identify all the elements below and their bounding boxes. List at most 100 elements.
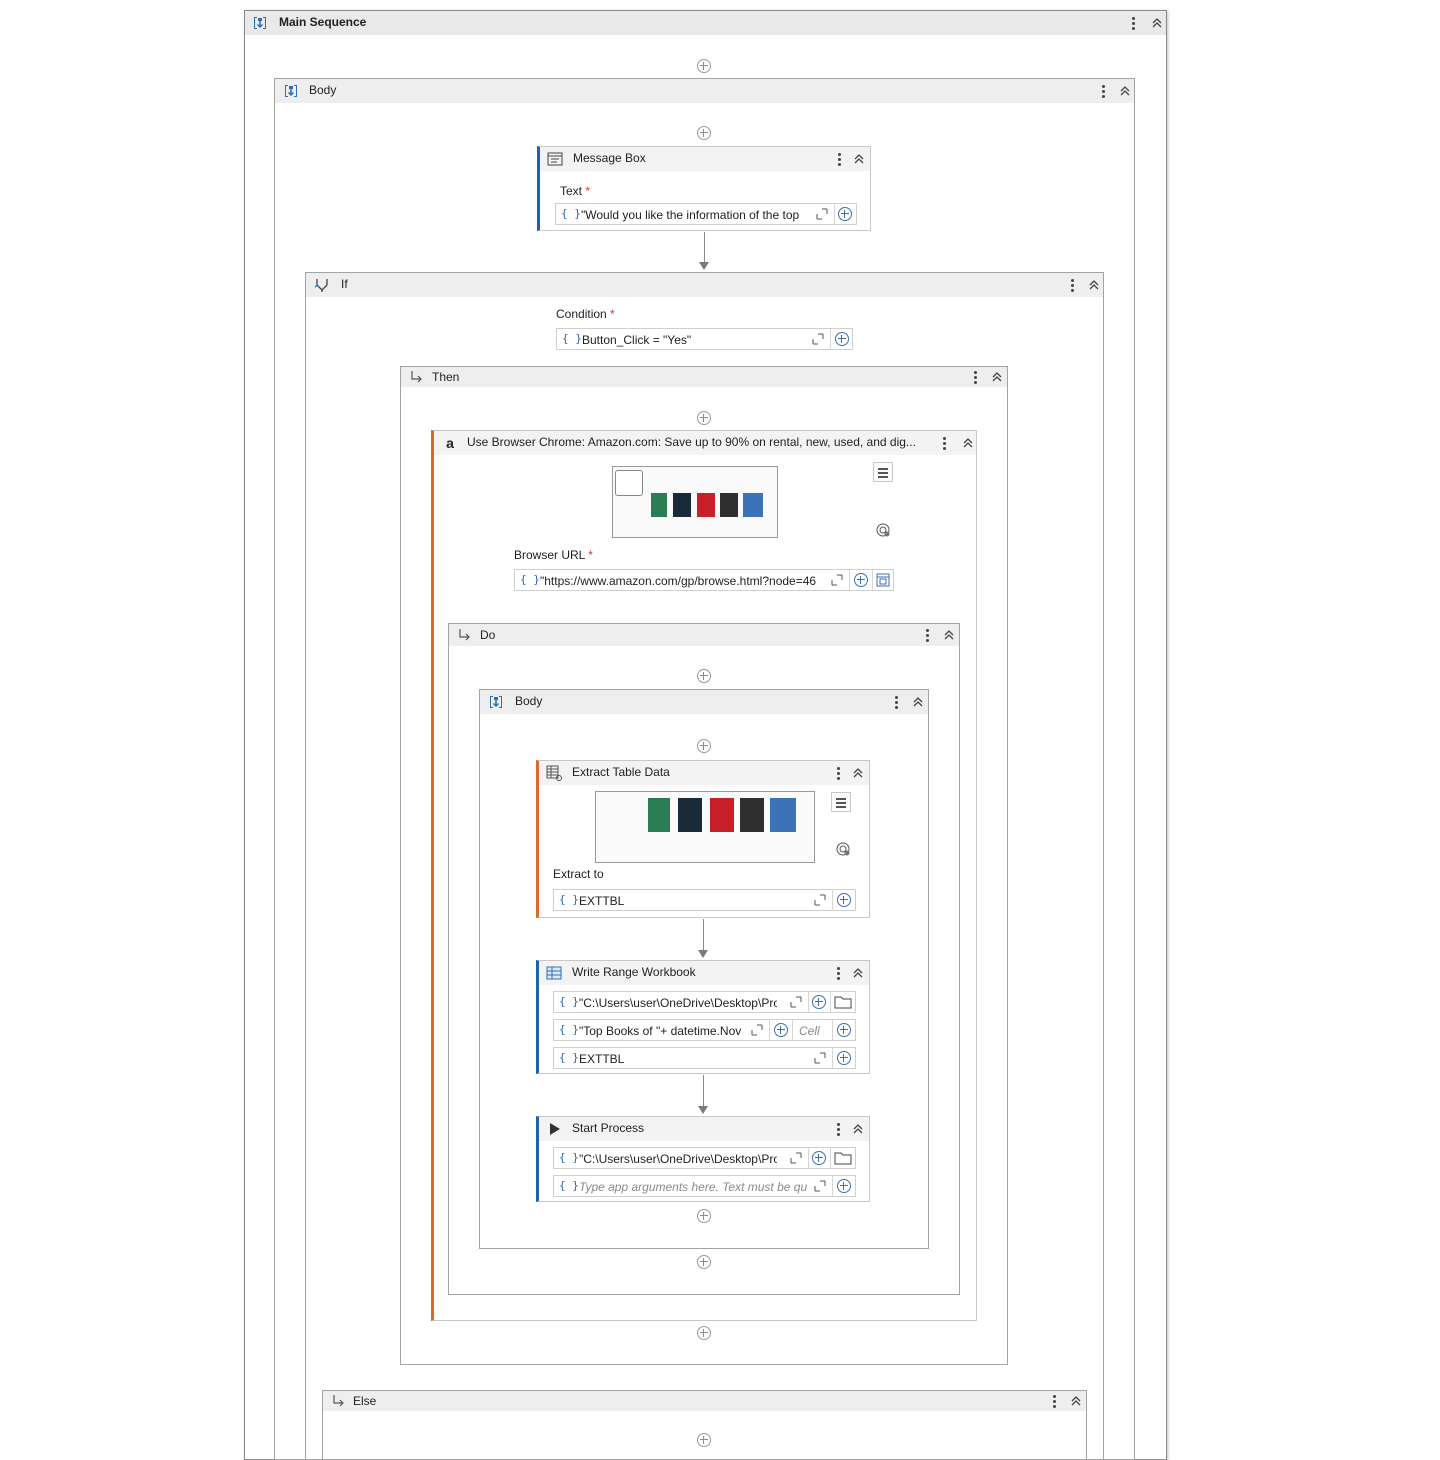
do-collapse-button[interactable] bbox=[941, 626, 957, 644]
target-options-button[interactable] bbox=[873, 462, 893, 482]
do-header[interactable]: Do bbox=[449, 624, 959, 646]
expand-editor-icon[interactable] bbox=[790, 996, 802, 1008]
expand-editor-icon[interactable] bbox=[751, 1024, 763, 1036]
expand-editor-icon[interactable] bbox=[790, 1152, 802, 1164]
expression-braces-icon: { } bbox=[559, 1023, 579, 1036]
inner-body-header[interactable]: Body bbox=[480, 690, 928, 714]
workbook-path-input[interactable]: { } "C:\Users\user\OneDrive\Desktop\Pro bbox=[553, 991, 856, 1013]
then-menu-button[interactable] bbox=[971, 368, 981, 386]
then-collapse-button[interactable] bbox=[989, 368, 1005, 386]
plus-icon[interactable] bbox=[837, 893, 851, 907]
write-range-collapse-button[interactable] bbox=[850, 964, 866, 982]
else-title: Else bbox=[353, 1394, 377, 1408]
add-activity-button[interactable] bbox=[697, 1433, 711, 1447]
sequence-icon bbox=[254, 17, 266, 29]
if-menu-button[interactable] bbox=[1068, 276, 1078, 294]
body-header[interactable]: Body bbox=[275, 79, 1134, 103]
range-data-input[interactable]: { } EXTTBL bbox=[553, 1047, 856, 1069]
target-indicate-icon[interactable] bbox=[875, 522, 891, 538]
plus-icon[interactable] bbox=[838, 207, 852, 221]
start-process-collapse-button[interactable] bbox=[850, 1120, 866, 1138]
body-collapse-button[interactable] bbox=[1117, 82, 1133, 100]
process-path-input[interactable]: { } "C:\Users\user\OneDrive\Desktop\Pro bbox=[553, 1147, 856, 1169]
if-header[interactable]: If bbox=[306, 273, 1103, 297]
plus-icon[interactable] bbox=[837, 1051, 851, 1065]
cell-input-placeholder[interactable]: Cell bbox=[799, 1024, 820, 1038]
sheet-name-input[interactable]: { } "Top Books of "+ datetime.Nov Cell bbox=[553, 1019, 856, 1041]
then-title: Then bbox=[432, 370, 460, 384]
else-menu-button[interactable] bbox=[1050, 1392, 1060, 1410]
add-activity-button[interactable] bbox=[697, 669, 711, 683]
condition-label: Condition * bbox=[556, 307, 615, 321]
else-header[interactable]: Else bbox=[323, 1391, 1086, 1411]
browser-window-icon[interactable] bbox=[876, 573, 890, 587]
condition-input[interactable]: { } Button_Click = "Yes" bbox=[556, 328, 853, 350]
message-box-activity[interactable]: Message Box Text * { } "Would you like t… bbox=[537, 146, 871, 231]
else-container: Else bbox=[322, 1390, 1087, 1460]
message-box-title: Message Box bbox=[573, 151, 646, 165]
main-sequence-header[interactable]: Main Sequence bbox=[245, 11, 1166, 35]
plus-icon[interactable] bbox=[835, 332, 849, 346]
extract-table-menu-button[interactable] bbox=[834, 764, 844, 782]
inner-body-menu-button[interactable] bbox=[892, 693, 902, 711]
start-process-header[interactable]: Start Process bbox=[539, 1117, 869, 1141]
message-text-input[interactable]: { } "Would you like the information of t… bbox=[555, 203, 857, 225]
browser-url-input[interactable]: { } "https://www.amazon.com/gp/browse.ht… bbox=[514, 569, 894, 591]
use-browser-menu-button[interactable] bbox=[940, 434, 950, 452]
plus-icon[interactable] bbox=[812, 995, 826, 1009]
add-activity-button[interactable] bbox=[697, 1209, 711, 1223]
start-process-menu-button[interactable] bbox=[834, 1120, 844, 1138]
inner-body-collapse-button[interactable] bbox=[910, 693, 926, 711]
add-activity-button[interactable] bbox=[697, 411, 711, 425]
main-sequence-collapse-button[interactable] bbox=[1149, 14, 1165, 32]
extract-table-activity[interactable]: Extract Table Data Extract to { } EXTTBL bbox=[536, 760, 870, 918]
do-menu-button[interactable] bbox=[923, 626, 933, 644]
expand-editor-icon[interactable] bbox=[812, 333, 824, 345]
extract-table-collapse-button[interactable] bbox=[850, 764, 866, 782]
message-box-menu-button[interactable] bbox=[835, 150, 845, 168]
play-icon bbox=[550, 1123, 560, 1135]
plus-icon[interactable] bbox=[774, 1023, 788, 1037]
process-arguments-input[interactable]: { } Type app arguments here. Text must b… bbox=[553, 1175, 856, 1197]
plus-icon[interactable] bbox=[837, 1023, 851, 1037]
add-activity-button[interactable] bbox=[697, 126, 711, 140]
folder-icon[interactable] bbox=[834, 995, 852, 1009]
start-process-activity[interactable]: Start Process { } "C:\Users\user\OneDriv… bbox=[536, 1116, 870, 1202]
write-range-header[interactable]: Write Range Workbook bbox=[539, 961, 869, 985]
process-path-value: "C:\Users\user\OneDrive\Desktop\Pro bbox=[579, 1152, 777, 1166]
expand-editor-icon[interactable] bbox=[831, 574, 843, 586]
add-activity-button[interactable] bbox=[697, 59, 711, 73]
if-collapse-button[interactable] bbox=[1086, 276, 1102, 294]
expand-editor-icon[interactable] bbox=[814, 894, 826, 906]
add-activity-button[interactable] bbox=[697, 1326, 711, 1340]
plus-icon[interactable] bbox=[837, 1179, 851, 1193]
message-box-collapse-button[interactable] bbox=[851, 150, 867, 168]
write-range-menu-button[interactable] bbox=[834, 964, 844, 982]
use-browser-header[interactable]: a Use Browser Chrome: Amazon.com: Save u… bbox=[434, 431, 976, 455]
else-collapse-button[interactable] bbox=[1068, 1392, 1084, 1410]
add-activity-button[interactable] bbox=[697, 739, 711, 753]
extract-table-header[interactable]: Extract Table Data bbox=[539, 761, 869, 785]
target-options-button[interactable] bbox=[831, 792, 851, 812]
message-box-header[interactable]: Message Box bbox=[540, 147, 870, 171]
expand-editor-icon[interactable] bbox=[814, 1052, 826, 1064]
plus-icon[interactable] bbox=[812, 1151, 826, 1165]
expression-braces-icon: { } bbox=[520, 573, 540, 586]
use-browser-collapse-button[interactable] bbox=[960, 434, 976, 452]
expand-editor-icon[interactable] bbox=[816, 208, 828, 220]
sheet-name-value: "Top Books of "+ datetime.Nov bbox=[579, 1024, 742, 1038]
branch-arrow-icon bbox=[411, 371, 422, 383]
body-menu-button[interactable] bbox=[1099, 82, 1109, 100]
expression-braces-icon: { } bbox=[559, 893, 579, 906]
expand-editor-icon[interactable] bbox=[814, 1180, 826, 1192]
folder-icon[interactable] bbox=[834, 1151, 852, 1165]
write-range-activity[interactable]: Write Range Workbook { } "C:\Users\user\… bbox=[536, 960, 870, 1074]
then-header[interactable]: Then bbox=[401, 367, 1007, 387]
message-text-value: "Would you like the information of the t… bbox=[581, 208, 800, 222]
condition-value: Button_Click = "Yes" bbox=[582, 333, 692, 347]
add-activity-button[interactable] bbox=[697, 1255, 711, 1269]
target-indicate-icon[interactable] bbox=[835, 841, 851, 857]
extract-to-input[interactable]: { } EXTTBL bbox=[553, 889, 856, 911]
plus-icon[interactable] bbox=[854, 573, 868, 587]
main-sequence-menu-button[interactable] bbox=[1129, 14, 1139, 32]
